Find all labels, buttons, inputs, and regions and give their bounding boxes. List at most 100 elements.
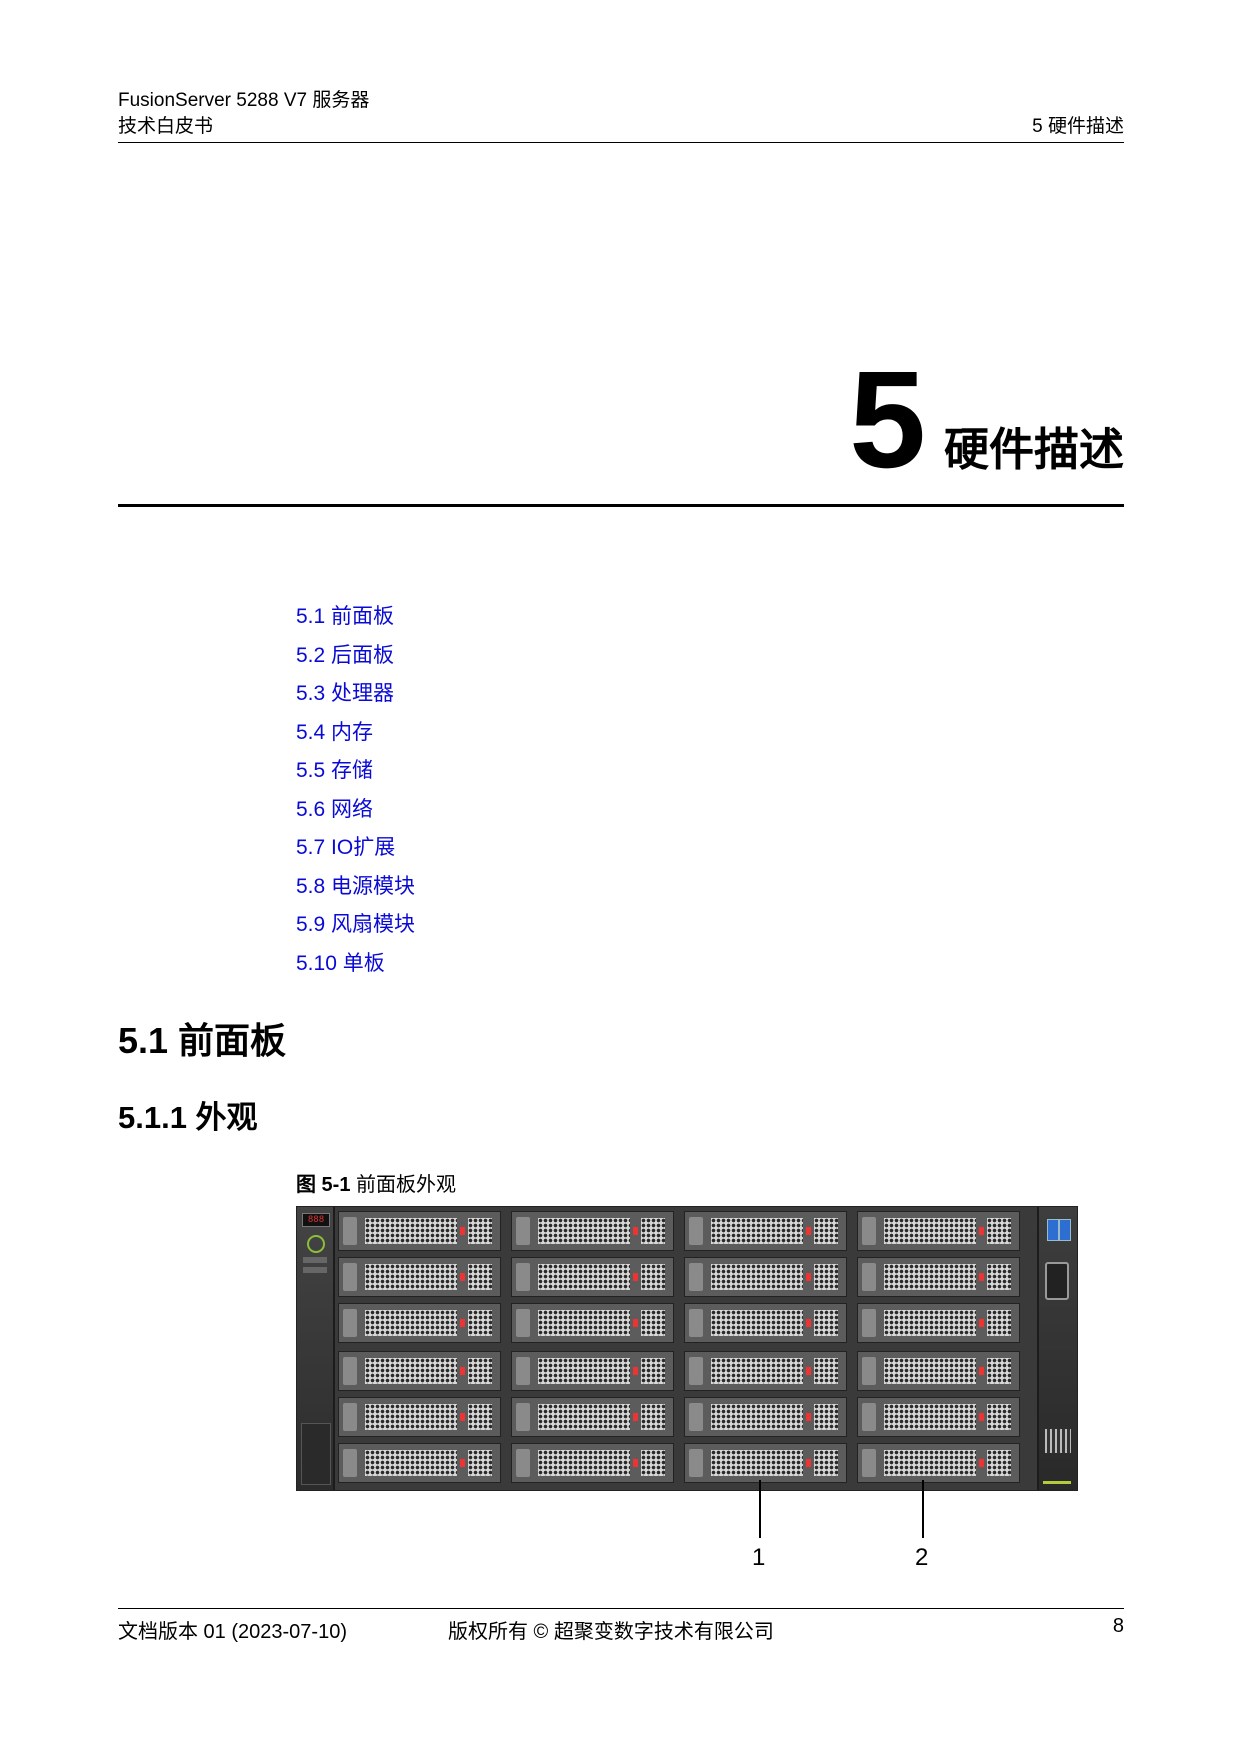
drive-vent (641, 1450, 665, 1476)
drive-bay (684, 1257, 847, 1297)
drive-vent (814, 1218, 838, 1244)
drive-led-icon (806, 1459, 811, 1467)
drive-vent (538, 1358, 630, 1384)
drive-vent (641, 1264, 665, 1290)
drive-vent (987, 1450, 1011, 1476)
status-display-text: 888 (307, 1215, 325, 1225)
drive-led-icon (806, 1367, 811, 1375)
drive-bay (857, 1211, 1020, 1251)
drive-latch (516, 1309, 530, 1337)
drive-bay (511, 1443, 674, 1483)
callout-line-2 (922, 1480, 924, 1538)
drive-vent (884, 1218, 976, 1244)
copyright: 版权所有 © 超聚变数字技术有限公司 (448, 1621, 774, 1643)
toc-link[interactable]: 5.7 IO扩展 (296, 836, 396, 859)
drive-latch (516, 1263, 530, 1291)
drive-bay (511, 1211, 674, 1251)
toc-link[interactable]: 5.9 风扇模块 (296, 913, 416, 936)
drive-vent (884, 1450, 976, 1476)
drive-bay (684, 1211, 847, 1251)
drive-vent (641, 1218, 665, 1244)
drive-led-icon (633, 1319, 638, 1327)
chapter-heading: 5 硬件描述 (849, 350, 1124, 489)
toc-link[interactable]: 5.8 电源模块 (296, 874, 416, 898)
drive-vent (987, 1404, 1011, 1430)
drive-bay (511, 1257, 674, 1297)
drive-vent (884, 1358, 976, 1384)
drive-vent (884, 1404, 976, 1430)
drive-bay (511, 1397, 674, 1437)
drive-bay (684, 1351, 847, 1391)
toc-link[interactable]: 5.2 后面板 (296, 643, 395, 667)
accent-bar (1043, 1481, 1071, 1484)
drive-led-icon (460, 1273, 465, 1281)
right-io-panel (1037, 1207, 1077, 1490)
drive-vent (884, 1264, 976, 1290)
drive-led-icon (806, 1413, 811, 1421)
drive-vent (814, 1310, 838, 1336)
drive-vent (538, 1450, 630, 1476)
drive-latch (689, 1357, 703, 1385)
figure-caption: 图 5-1 前面板外观 (296, 1168, 456, 1197)
drive-led-icon (633, 1227, 638, 1235)
drive-latch (862, 1217, 876, 1245)
vga-port-icon (1045, 1262, 1069, 1300)
drive-led-icon (460, 1319, 465, 1327)
toc-link[interactable]: 5.3 处理器 (296, 682, 395, 705)
chapter-divider (118, 504, 1124, 507)
status-display: 888 (302, 1213, 330, 1227)
drive-latch (343, 1449, 357, 1477)
page-footer: 文档版本 01 (2023-07-10) 版权所有 © 超聚变数字技术有限公司 … (118, 1608, 1124, 1643)
drive-vent (365, 1450, 457, 1476)
drive-vent (814, 1358, 838, 1384)
drive-vent (711, 1218, 803, 1244)
power-button-icon (307, 1235, 325, 1253)
toc-link[interactable]: 5.10 单板 (296, 951, 385, 975)
drive-latch (516, 1357, 530, 1385)
drive-bay (684, 1303, 847, 1343)
drive-vent (814, 1264, 838, 1290)
toc-link[interactable]: 5.1 前面板 (296, 605, 395, 628)
drive-bay (857, 1443, 1020, 1483)
toc-link[interactable]: 5.4 内存 (296, 720, 374, 744)
drive-vent (365, 1404, 457, 1430)
drive-vent (987, 1358, 1011, 1384)
drive-vent (641, 1358, 665, 1384)
drive-vent (365, 1358, 457, 1384)
drive-vent (538, 1264, 630, 1290)
drive-led-icon (979, 1459, 984, 1467)
left-control-panel: 888 (297, 1207, 335, 1490)
drive-bay (857, 1351, 1020, 1391)
drive-vent (987, 1264, 1011, 1290)
drive-latch (689, 1309, 703, 1337)
indicator-led-icon (303, 1267, 327, 1273)
drive-bay (338, 1257, 501, 1297)
indicator-led-icon (303, 1257, 327, 1263)
drive-led-icon (979, 1367, 984, 1375)
drive-vent (468, 1310, 492, 1336)
drive-vent (987, 1310, 1011, 1336)
drive-latch (689, 1449, 703, 1477)
drive-vent (468, 1264, 492, 1290)
doc-version: 文档版本 01 (2023-07-10) (118, 1621, 347, 1643)
toc-link[interactable]: 5.5 存储 (296, 759, 374, 782)
header-section: 5 硬件描述 (1032, 116, 1124, 137)
drive-latch (516, 1217, 530, 1245)
drive-bay (338, 1443, 501, 1483)
drive-bay (684, 1443, 847, 1483)
drive-bay (857, 1303, 1020, 1343)
header-title: FusionServer 5288 V7 服务器 (118, 90, 370, 111)
drive-latch (343, 1309, 357, 1337)
label-plate (1045, 1429, 1071, 1453)
drive-led-icon (979, 1319, 984, 1327)
front-panel-image: 888 (296, 1206, 1078, 1491)
drive-vent (365, 1310, 457, 1336)
drive-latch (343, 1357, 357, 1385)
drive-latch (689, 1403, 703, 1431)
drive-bay (684, 1397, 847, 1437)
drive-led-icon (806, 1319, 811, 1327)
drive-vent (711, 1264, 803, 1290)
toc-link[interactable]: 5.6 网络 (296, 797, 374, 821)
drive-bay (511, 1351, 674, 1391)
drive-vent (468, 1450, 492, 1476)
